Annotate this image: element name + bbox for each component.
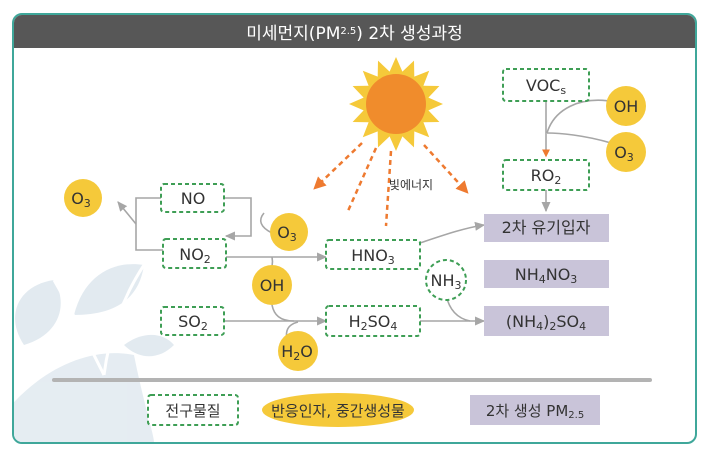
- legend-reaction: 반응인자, 중간생성물: [271, 402, 405, 420]
- label-nh3: NH3: [431, 271, 462, 292]
- label-organic: 2차 유기입자: [502, 218, 591, 237]
- label-o3-mid: O3: [277, 223, 297, 244]
- legend-secondary-swatch: [470, 395, 600, 425]
- label-oh-top: OH: [614, 97, 639, 116]
- label-no: NO: [181, 189, 206, 208]
- energy-label: 빛에너지: [389, 178, 433, 192]
- reagent-circles: [64, 86, 646, 371]
- legend: 전구물질 반응인자, 중간생성물 2차 생성 PM2.5: [147, 393, 600, 427]
- secondary-boxes: [484, 214, 609, 336]
- legend-precursor-swatch: [147, 394, 239, 426]
- label-hno3: HNO3: [351, 246, 395, 267]
- legend-secondary: 2차 생성 PM2.5: [486, 402, 584, 421]
- energy-arrows: [313, 142, 469, 227]
- label-nh4no3: NH4NO3: [515, 265, 578, 286]
- precursor-boxes: [160, 68, 590, 337]
- label-o3-left: O3: [71, 189, 91, 210]
- nh3-circle: [425, 259, 467, 301]
- label-h2so4: H2SO4: [349, 312, 398, 333]
- label-o3-top: O3: [614, 143, 634, 164]
- label-vocs: VOCs: [526, 76, 566, 97]
- diagram-canvas: 빛에너지: [14, 57, 652, 442]
- label-so2: SO2: [178, 312, 208, 333]
- label-ro2: RO2: [531, 166, 562, 187]
- label-oh-mid: OH: [260, 276, 285, 295]
- leaf-decoration: [14, 264, 174, 442]
- sun-icon: [349, 57, 443, 151]
- legend-precursor: 전구물질: [165, 402, 220, 420]
- label-nh42so4: (NH4)2SO4: [506, 312, 586, 333]
- title-sub: 2.5: [340, 26, 357, 37]
- title-main: 미세먼지(PM: [246, 24, 341, 44]
- label-no2: NO2: [179, 245, 211, 266]
- legend-reaction-swatch: [262, 393, 414, 427]
- title-tail: ) 2차 생성과정: [356, 24, 463, 44]
- label-h2o: H2O: [281, 342, 313, 363]
